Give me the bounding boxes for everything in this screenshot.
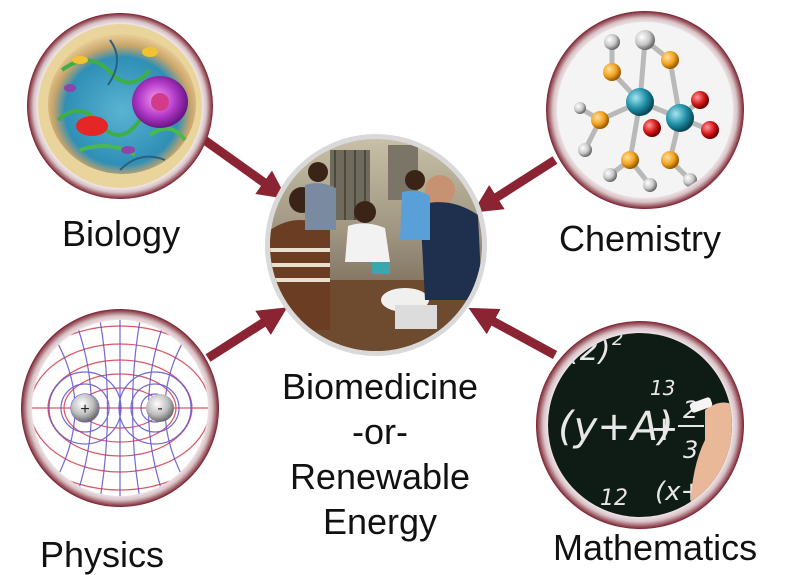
- physics-label: Physics: [40, 534, 165, 575]
- negative-charge-label: -: [157, 400, 162, 417]
- center-label-line1: Biomedicine: [281, 366, 479, 407]
- positive-charge-label: +: [80, 401, 89, 418]
- arrow-chemistry: [472, 156, 558, 213]
- center-label: Biomedicine -or- Renewable Energy: [250, 364, 510, 544]
- biology-label: Biology: [62, 213, 181, 254]
- math-bottom-term: 12: [600, 486, 628, 511]
- arrow-mathematics: [468, 307, 558, 359]
- math-top-exp: 2: [612, 329, 623, 350]
- center-label-line2: -or-: [352, 411, 408, 452]
- physics-circle: + -: [21, 309, 219, 507]
- positive-charge-icon: [71, 394, 99, 422]
- center-photo-circle: [265, 134, 487, 356]
- biology-circle: [27, 13, 213, 199]
- math-exponent: 13: [650, 376, 675, 400]
- chemistry-label: Chemistry: [559, 218, 722, 259]
- math-fraction-denominator: 3: [683, 436, 698, 464]
- math-main-term: (y+A): [558, 404, 674, 450]
- math-plus: +: [650, 409, 679, 449]
- center-label-line3: Renewable: [289, 456, 471, 497]
- negative-charge-icon: [146, 394, 174, 422]
- chemistry-circle: [546, 11, 744, 209]
- center-label-line4: Energy: [322, 501, 438, 542]
- mathematics-label: Mathematics: [553, 527, 758, 568]
- arrow-biology: [193, 130, 288, 200]
- mathematics-circle: (2) 2 (y+A) 13 + 2 3 12 (x+: [536, 321, 744, 529]
- arrow-physics: [205, 307, 288, 362]
